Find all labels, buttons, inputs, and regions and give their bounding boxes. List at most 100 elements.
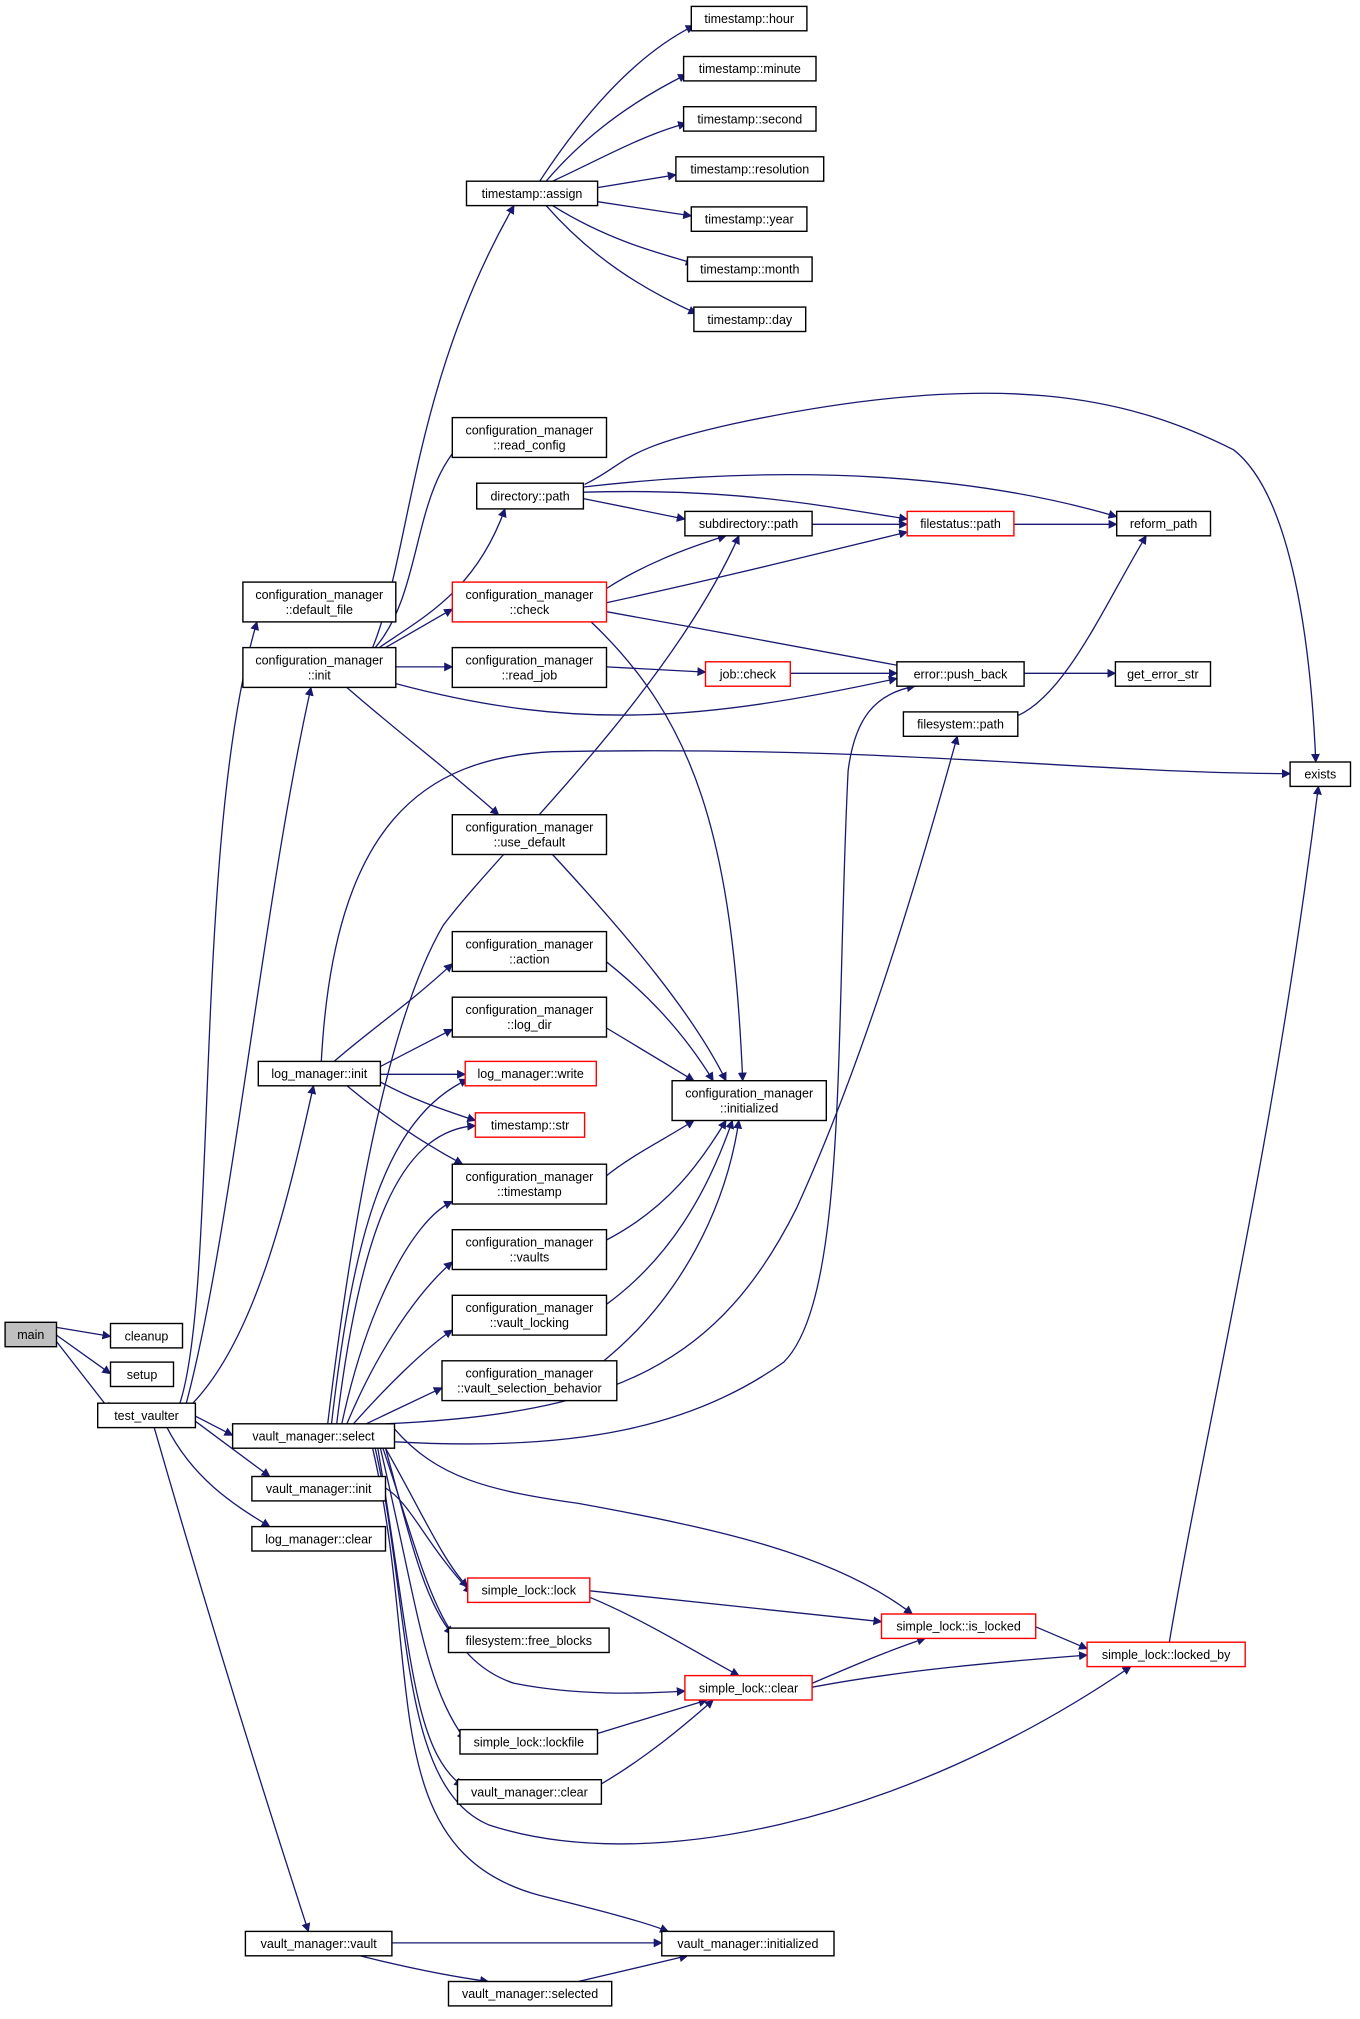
node-vm-selected[interactable]: vault_manager::selected (447, 1980, 613, 2007)
node-vm-init[interactable]: vault_manager::init (251, 1475, 387, 1502)
node-cleanup[interactable]: cleanup (109, 1322, 184, 1349)
node-box[interactable] (661, 1930, 835, 1957)
node-box[interactable] (4, 1321, 58, 1348)
node-filestatus-path[interactable]: filestatus::path (906, 510, 1015, 537)
node-box[interactable] (682, 105, 817, 132)
node-box[interactable] (231, 1423, 396, 1449)
node-fs-free-blocks[interactable]: filesystem::free_blocks (447, 1627, 610, 1654)
node-cm-read-config[interactable]: configuration_manager::read_config (451, 416, 608, 459)
node-box[interactable] (451, 996, 608, 1038)
node-cm-default-file[interactable]: configuration_manager::default_file (242, 581, 397, 623)
node-cm-read-job[interactable]: configuration_manager::read_job (451, 646, 608, 689)
node-box[interactable] (451, 1294, 608, 1336)
node-box[interactable] (451, 930, 608, 973)
node-setup[interactable]: setup (109, 1361, 175, 1388)
node-box[interactable] (906, 510, 1015, 537)
node-box[interactable] (693, 306, 807, 333)
node-box[interactable] (465, 180, 599, 207)
node-lm-clear[interactable]: log_manager::clear (251, 1525, 387, 1552)
node-ts-day[interactable]: timestamp::day (693, 306, 807, 333)
node-box[interactable] (690, 206, 808, 232)
node-ts-str[interactable]: timestamp::str (474, 1112, 586, 1138)
node-cm-vaults[interactable]: configuration_manager::vaults (451, 1228, 608, 1271)
node-box[interactable] (451, 646, 608, 689)
node-get-error-str[interactable]: get_error_str (1114, 661, 1212, 687)
node-exists[interactable]: exists (1289, 761, 1352, 788)
node-box[interactable] (686, 256, 813, 283)
node-box[interactable] (242, 581, 397, 623)
node-sl-lockfile[interactable]: simple_lock::lockfile (459, 1728, 599, 1755)
node-box[interactable] (441, 1360, 618, 1402)
node-sl-clear[interactable]: simple_lock::clear (684, 1674, 813, 1701)
node-box[interactable] (474, 1112, 586, 1138)
node-box[interactable] (244, 1930, 393, 1957)
node-box[interactable] (451, 1163, 608, 1205)
node-cm-initialized[interactable]: configuration_manager::initialized (671, 1079, 827, 1122)
node-box[interactable] (109, 1361, 175, 1388)
node-box[interactable] (464, 1060, 598, 1087)
node-box[interactable] (671, 1079, 827, 1122)
node-ts-assign[interactable]: timestamp::assign (465, 180, 599, 207)
node-ts-resolution[interactable]: timestamp::resolution (675, 156, 825, 182)
node-box[interactable] (109, 1322, 184, 1349)
node-ts-minute[interactable]: timestamp::minute (682, 55, 817, 82)
node-vm-vault[interactable]: vault_manager::vault (244, 1930, 393, 1957)
node-box[interactable] (467, 1577, 591, 1604)
node-subdir-path[interactable]: subdirectory::path (684, 510, 813, 537)
node-cm-action[interactable]: configuration_manager::action (451, 930, 608, 973)
node-cm-timestamp[interactable]: configuration_manager::timestamp (451, 1163, 608, 1205)
node-cm-vsb[interactable]: configuration_manager::vault_selection_b… (441, 1360, 618, 1402)
node-box[interactable] (1289, 761, 1352, 788)
node-dir-path[interactable]: directory::path (476, 482, 585, 510)
node-box[interactable] (1115, 510, 1212, 537)
node-vm-clear[interactable]: vault_manager::clear (456, 1778, 603, 1805)
node-lm-write[interactable]: log_manager::write (464, 1060, 598, 1087)
node-box[interactable] (242, 646, 397, 689)
node-box[interactable] (684, 510, 813, 537)
node-box[interactable] (451, 814, 608, 856)
node-box[interactable] (251, 1525, 387, 1552)
node-sl-is-locked[interactable]: simple_lock::is_locked (880, 1613, 1037, 1640)
node-vm-initialized[interactable]: vault_manager::initialized (661, 1930, 835, 1957)
node-ts-month[interactable]: timestamp::month (686, 256, 813, 283)
node-box[interactable] (456, 1778, 603, 1805)
node-box[interactable] (902, 711, 1019, 738)
node-reform-path[interactable]: reform_path (1115, 510, 1212, 537)
node-lm-init[interactable]: log_manager::init (257, 1060, 382, 1087)
node-test-vaulter[interactable]: test_vaulter (96, 1402, 197, 1429)
node-box[interactable] (447, 1627, 610, 1654)
node-box[interactable] (682, 55, 817, 82)
node-box[interactable] (459, 1728, 599, 1755)
node-box[interactable] (880, 1613, 1037, 1640)
node-vm-select[interactable]: vault_manager::select (231, 1423, 396, 1449)
node-box[interactable] (451, 581, 608, 623)
node-main[interactable]: main (4, 1321, 58, 1348)
node-box[interactable] (447, 1980, 613, 2007)
node-box[interactable] (690, 5, 808, 32)
node-cm-init[interactable]: configuration_manager::init (242, 646, 397, 689)
node-sl-lock[interactable]: simple_lock::lock (467, 1577, 591, 1604)
node-box[interactable] (251, 1475, 387, 1502)
node-ts-year[interactable]: timestamp::year (690, 206, 808, 232)
node-box[interactable] (684, 1674, 813, 1701)
node-box[interactable] (1086, 1641, 1246, 1668)
node-err-push-back[interactable]: error::push_back (896, 661, 1025, 687)
node-box[interactable] (257, 1060, 382, 1087)
node-fs-path[interactable]: filesystem::path (902, 711, 1019, 738)
node-box[interactable] (675, 156, 825, 182)
node-cm-log-dir[interactable]: configuration_manager::log_dir (451, 996, 608, 1038)
node-box[interactable] (896, 661, 1025, 687)
node-box[interactable] (1114, 661, 1212, 687)
node-ts-second[interactable]: timestamp::second (682, 105, 817, 132)
node-box[interactable] (451, 416, 608, 459)
node-box[interactable] (451, 1228, 608, 1271)
node-ts-hour[interactable]: timestamp::hour (690, 5, 808, 32)
node-job-check[interactable]: job::check (704, 661, 792, 687)
node-box[interactable] (96, 1402, 197, 1429)
node-cm-check[interactable]: configuration_manager::check (451, 581, 608, 623)
node-sl-locked-by[interactable]: simple_lock::locked_by (1086, 1641, 1246, 1668)
node-cm-use-default[interactable]: configuration_manager::use_default (451, 814, 608, 856)
node-box[interactable] (476, 482, 585, 510)
node-cm-vault-locking[interactable]: configuration_manager::vault_locking (451, 1294, 608, 1336)
node-box[interactable] (704, 661, 792, 687)
